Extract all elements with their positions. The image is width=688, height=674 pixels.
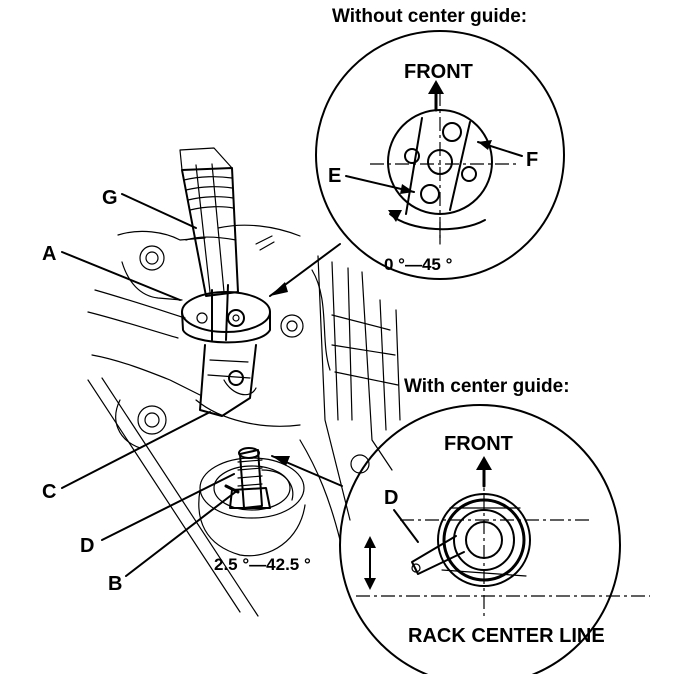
label-d: D (80, 535, 94, 557)
label-b: B (108, 573, 122, 595)
inset-bottom-label-d: D (384, 487, 398, 509)
main-leaders (61, 193, 343, 577)
rack-center-line-label: RACK CENTER LINE (408, 625, 605, 647)
inset-without-center-guide (315, 30, 565, 280)
inset-with-center-guide (339, 404, 650, 674)
steering-shaft (179, 147, 239, 297)
label-e: E (328, 165, 341, 187)
label-g: G (102, 187, 118, 209)
inset-bottom-front-label: FRONT (444, 433, 513, 455)
inset-bottom-heading: With center guide: (404, 376, 570, 397)
inset-top-angle-label: 0 °—45 ° (384, 255, 453, 274)
label-c: C (42, 481, 56, 503)
pinion-shaft (224, 447, 271, 509)
inset-bottom-angle-label: 2.5 °—42.5 ° (214, 555, 311, 574)
label-f: F (526, 149, 538, 171)
universal-joint (181, 284, 271, 417)
engine-bay-background (87, 224, 401, 617)
inset-top-front-label: FRONT (404, 61, 473, 83)
inset-top-heading: Without center guide: (332, 6, 527, 27)
label-a: A (42, 243, 56, 265)
